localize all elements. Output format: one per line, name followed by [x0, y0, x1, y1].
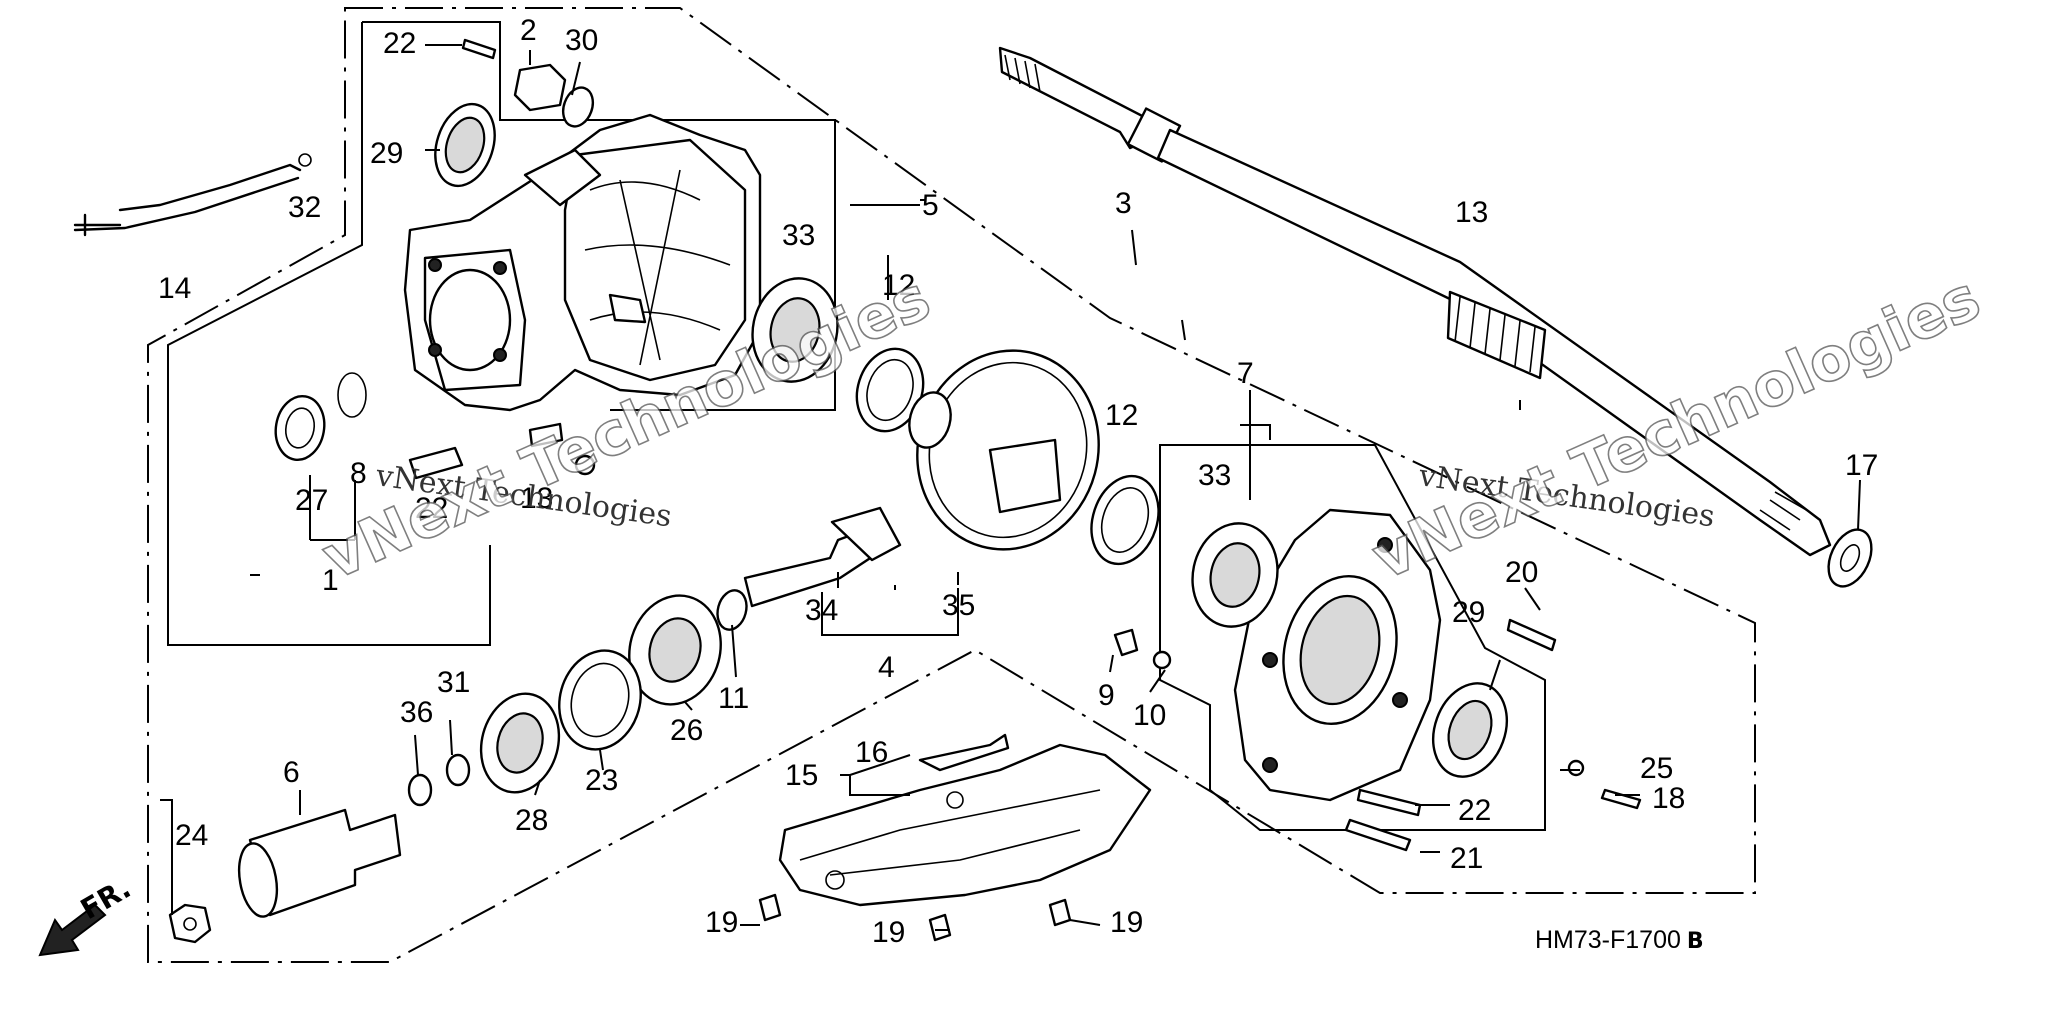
part-label-13-shaft: 13 [1455, 196, 1488, 229]
part-label-5: 5 [922, 189, 939, 222]
front-arrow-icon [38, 903, 107, 957]
frame-gear-case-assembly [167, 21, 836, 646]
part-label-19-right: 19 [1110, 906, 1143, 939]
part-label-20: 20 [1505, 556, 1538, 589]
part-label-22-top: 22 [383, 27, 416, 60]
part-label-1: 1 [322, 564, 339, 597]
part-label-6: 6 [283, 756, 300, 789]
cover-housing [1113, 508, 1642, 852]
part-label-33-right: 33 [1198, 459, 1231, 492]
part-label-16: 16 [855, 736, 888, 769]
part-label-25: 25 [1640, 752, 1673, 785]
part-label-23: 23 [585, 764, 618, 797]
part-label-17: 17 [1845, 449, 1878, 482]
small-parts-top [73, 38, 595, 237]
part-label-34: 34 [805, 594, 838, 627]
part-label-4: 4 [878, 651, 895, 684]
joint-6 [248, 808, 402, 917]
drawing-code-revision: B [1687, 929, 1704, 954]
part-label-29-left: 29 [370, 137, 403, 170]
part-label-30: 30 [565, 24, 598, 57]
part-label-13-bolt: 13 [520, 482, 553, 515]
part-label-35: 35 [942, 589, 975, 622]
part-labels: 22 2 30 29 32 14 5 33 3 13 12 12 7 33 17… [158, 14, 1878, 949]
part-label-21: 21 [1450, 842, 1483, 875]
frame-cover-assembly [1159, 444, 1546, 831]
part-label-28: 28 [515, 804, 548, 837]
internal-parts [274, 277, 1160, 807]
part-label-22-mid: 22 [415, 492, 448, 525]
assembly-frames [147, 7, 1756, 963]
part-label-2: 2 [520, 14, 537, 47]
drawing-code-number: HM73-F1700 [1535, 926, 1681, 954]
part-label-8: 8 [350, 457, 367, 490]
leader-lines [160, 44, 1861, 931]
part-label-27: 27 [295, 484, 328, 517]
gear-case [403, 113, 762, 412]
part-label-19-mid: 19 [872, 916, 905, 949]
part-label-19-left: 19 [705, 906, 738, 939]
part-label-3: 3 [1115, 187, 1132, 220]
nut-24 [168, 903, 212, 944]
part-label-11: 11 [718, 682, 749, 715]
part-label-14: 14 [158, 272, 191, 305]
part-label-7: 7 [1237, 357, 1254, 390]
part-label-9: 9 [1098, 679, 1115, 712]
skid-plate [758, 733, 1152, 942]
part-label-12-right: 12 [1105, 399, 1138, 432]
part-label-18: 18 [1652, 782, 1685, 815]
part-label-36: 36 [400, 696, 433, 729]
front-direction-marker: FR. [38, 872, 136, 957]
part-label-29-right: 29 [1452, 596, 1485, 629]
part-label-22-bottom: 22 [1458, 794, 1491, 827]
part-label-26: 26 [670, 714, 703, 747]
part-label-31: 31 [437, 666, 470, 699]
part-label-15: 15 [785, 759, 818, 792]
part-label-32: 32 [288, 191, 321, 224]
part-label-24: 24 [175, 819, 208, 852]
joint-parts [168, 808, 402, 944]
part-label-10: 10 [1133, 699, 1166, 732]
drive-shaft [998, 46, 1873, 588]
part-label-33-left: 33 [782, 219, 815, 252]
part-label-12-top: 12 [882, 269, 915, 302]
